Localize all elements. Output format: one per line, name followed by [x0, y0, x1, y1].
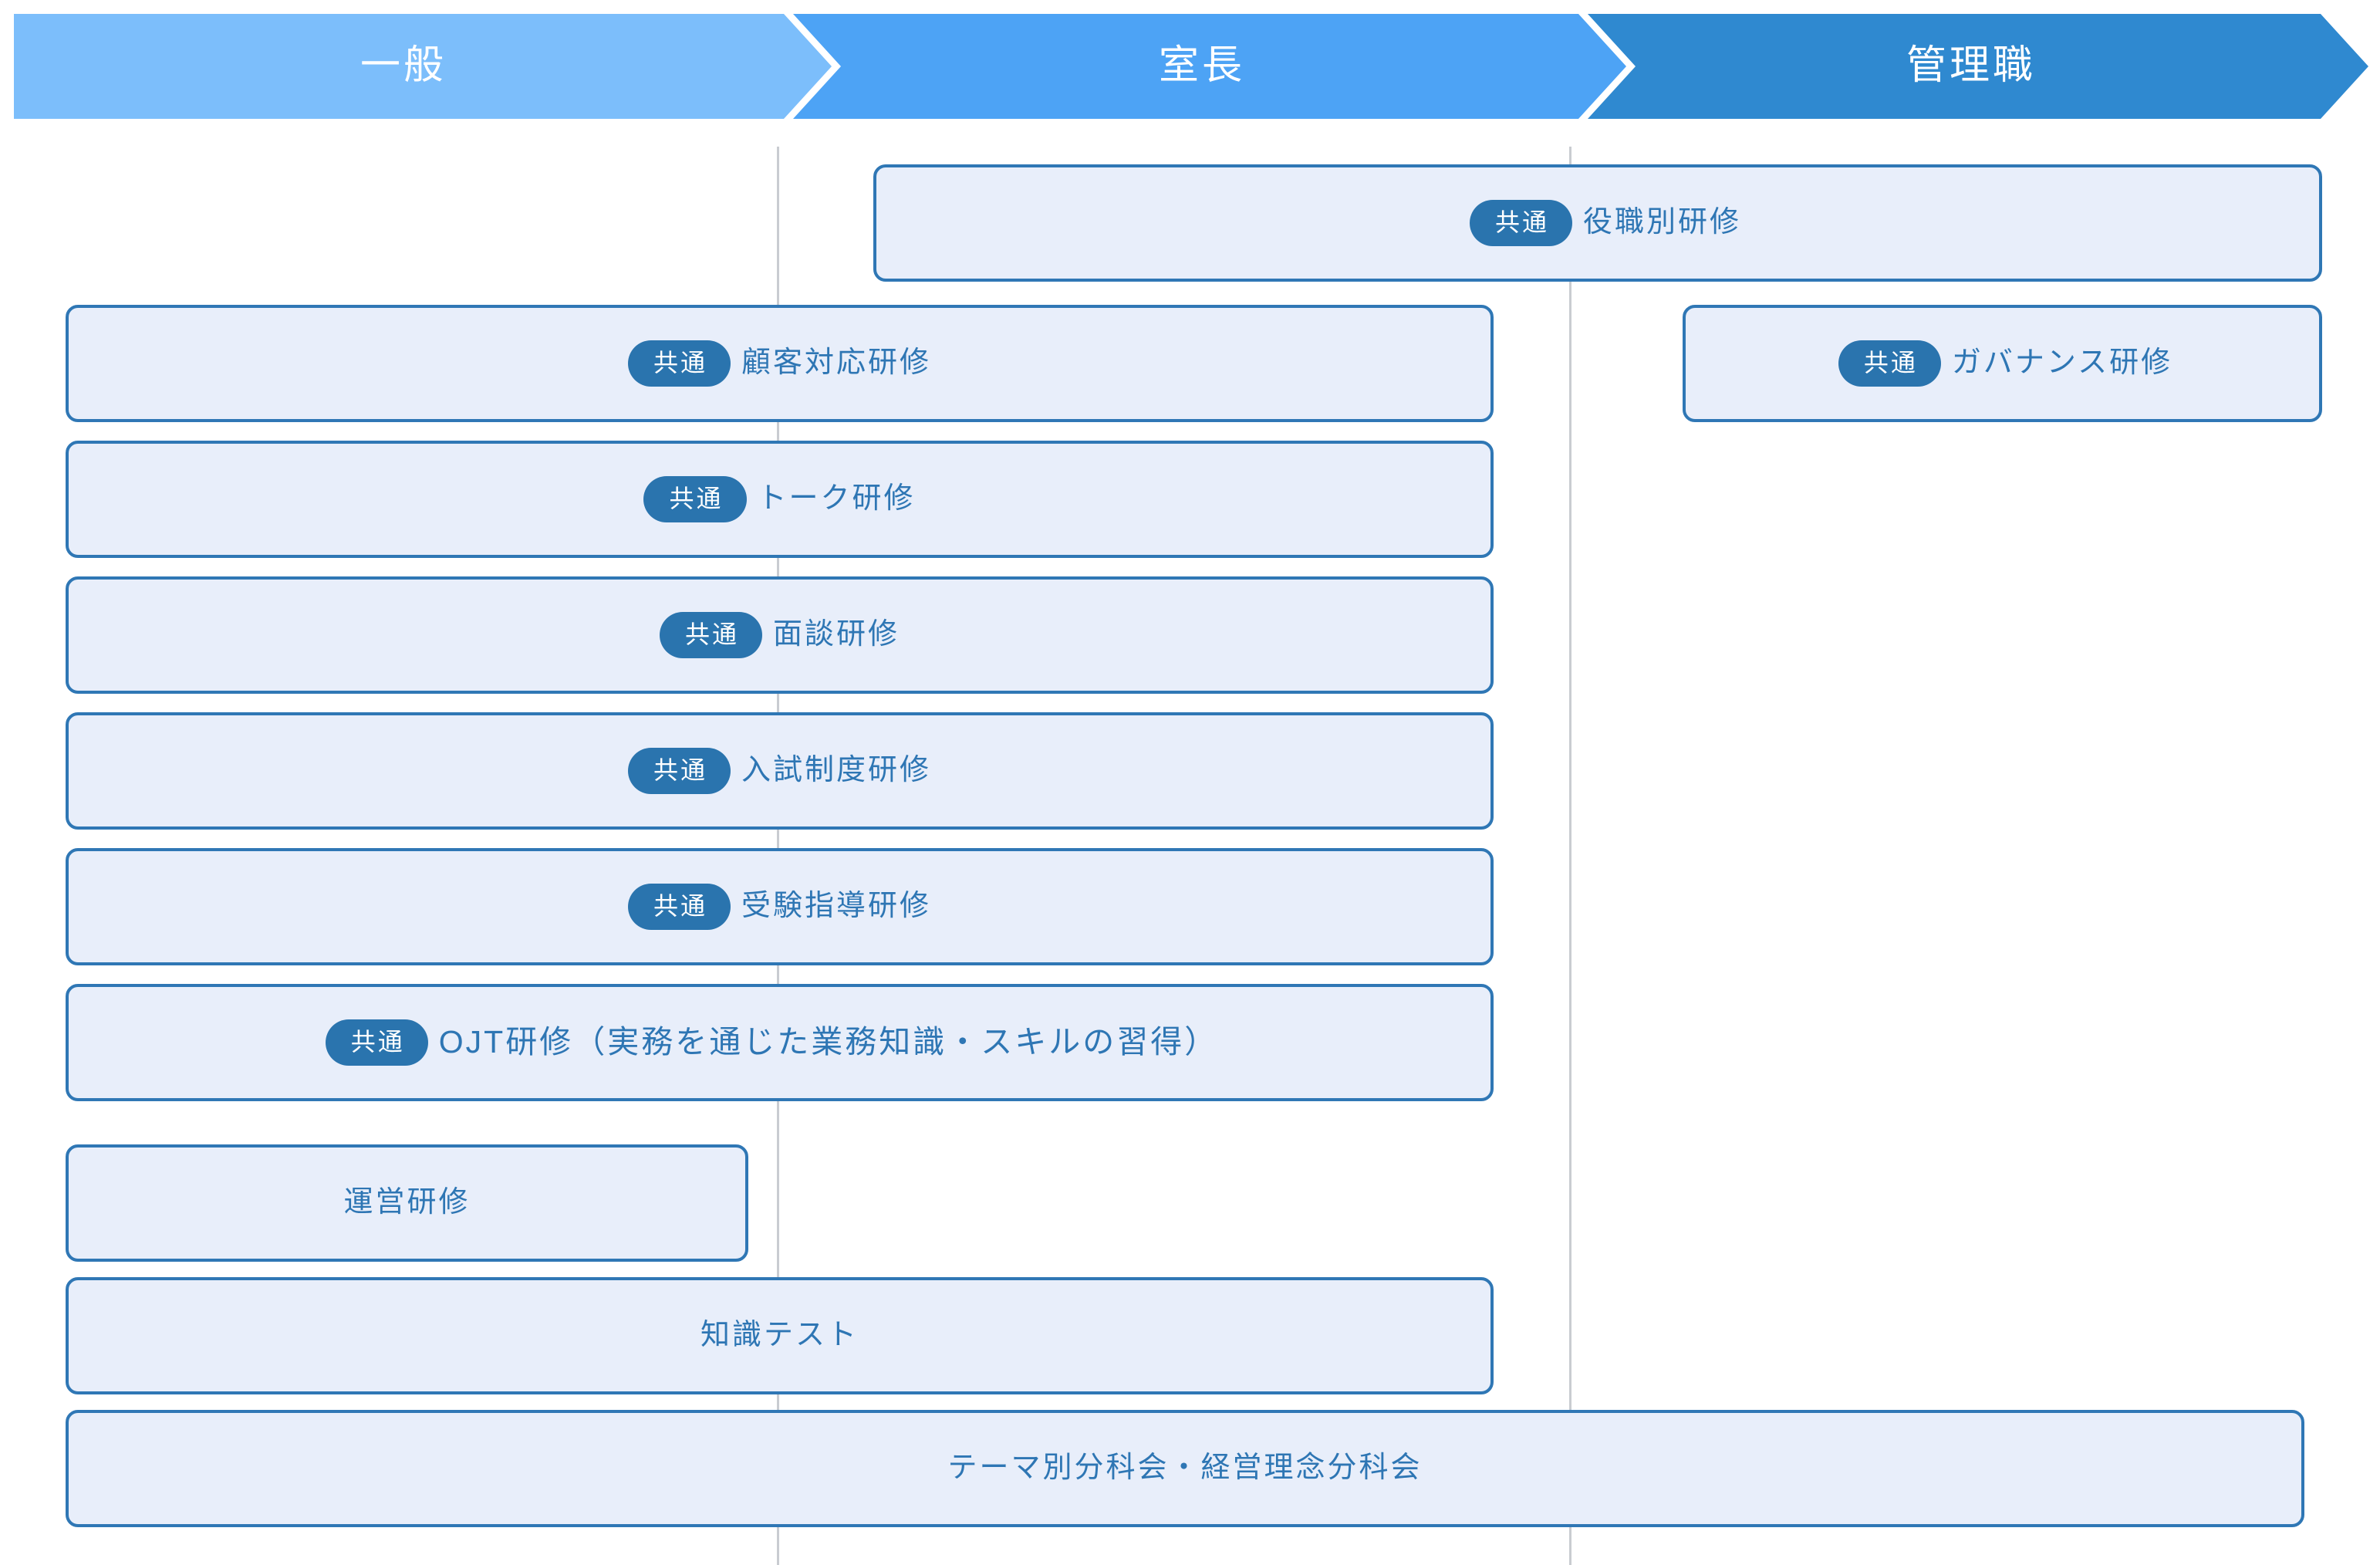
training-box-talk[interactable]: 共通 トーク研修 [66, 441, 1494, 558]
training-label-bunkakai: テーマ別分科会・経営理念分科会 [947, 1452, 1423, 1485]
common-badge: 共通 [643, 476, 747, 522]
training-box-bunkakai[interactable]: テーマ別分科会・経営理念分科会 [66, 1410, 2304, 1527]
training-label-unei: 運営研修 [343, 1186, 471, 1219]
common-badge: 共通 [627, 340, 731, 387]
training-box-mendan[interactable]: 共通 面談研修 [66, 576, 1494, 694]
training-box-juken-shido[interactable]: 共通 受験指導研修 [66, 848, 1494, 965]
common-badge: 共通 [627, 748, 731, 794]
chevron-segment-shitsucho[interactable]: 室長 [793, 14, 1626, 119]
training-box-yakushokubetsu[interactable]: 共通 役職別研修 [873, 164, 2322, 282]
training-box-ojt[interactable]: 共通 OJT研修（実務を通じた業務知識・スキルの習得） [66, 984, 1494, 1101]
common-badge: 共通 [1469, 200, 1572, 246]
common-badge: 共通 [1838, 340, 1941, 387]
common-badge: 共通 [627, 884, 731, 930]
chevron-segment-kanrishoku[interactable]: 管理職 [1588, 14, 2368, 119]
training-label-governance: ガバナンス研修 [1951, 346, 2173, 380]
training-label-nyushi-seido: 入試制度研修 [741, 754, 932, 787]
training-box-governance[interactable]: 共通 ガバナンス研修 [1683, 305, 2322, 422]
training-label-yakushokubetsu: 役職別研修 [1583, 206, 1742, 239]
training-label-ojt: OJT研修（実務を通じた業務知識・スキルの習得） [438, 1024, 1219, 1060]
chevron-label-shitsucho: 室長 [1158, 43, 1245, 88]
training-box-nyushi-seido[interactable]: 共通 入試制度研修 [66, 712, 1494, 830]
training-label-talk: トーク研修 [757, 482, 916, 515]
training-label-mendan: 面談研修 [773, 618, 900, 651]
training-box-chishiki-test[interactable]: 知識テスト [66, 1277, 1494, 1394]
training-box-kokyaku-taio[interactable]: 共通 顧客対応研修 [66, 305, 1494, 422]
common-badge: 共通 [325, 1019, 428, 1066]
common-badge: 共通 [659, 612, 762, 658]
role-chevron-header: 一般 室長 管理職 [0, 14, 2380, 119]
chevron-label-kanrishoku: 管理職 [1906, 43, 2036, 88]
training-label-juken-shido: 受験指導研修 [741, 890, 932, 923]
chevron-label-general: 一般 [360, 43, 447, 88]
column-divider-shitsucho-kanrishoku [1569, 147, 1571, 1565]
training-box-unei[interactable]: 運営研修 [66, 1144, 748, 1262]
chevron-segment-general[interactable]: 一般 [14, 14, 832, 119]
training-label-kokyaku-taio: 顧客対応研修 [741, 346, 932, 380]
training-label-chishiki-test: 知識テスト [700, 1319, 859, 1352]
